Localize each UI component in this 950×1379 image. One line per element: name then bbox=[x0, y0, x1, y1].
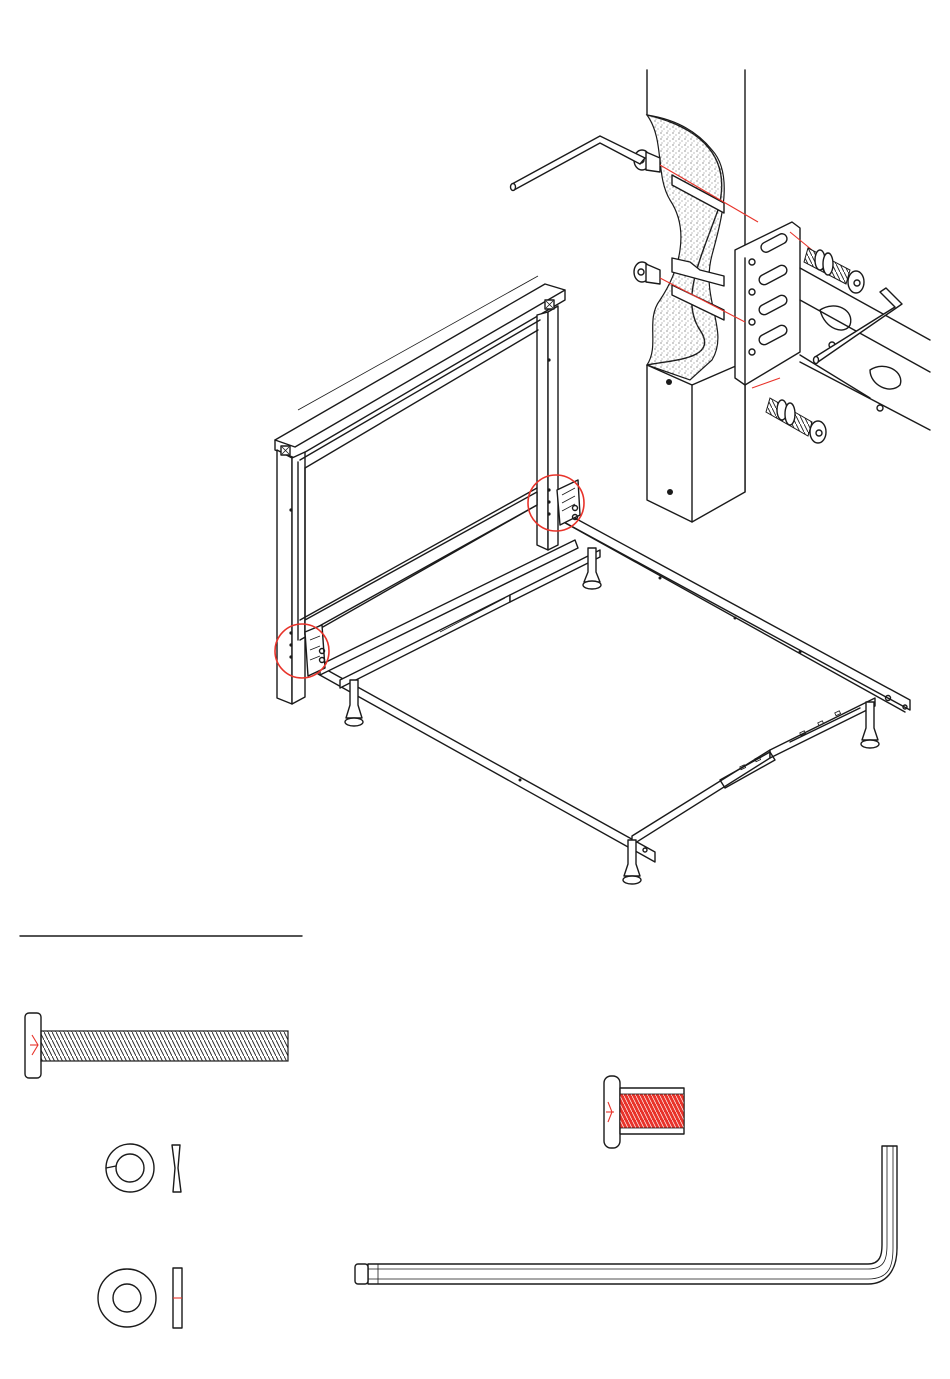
allen-wrench-left bbox=[511, 136, 646, 191]
side-rail-detail bbox=[800, 268, 930, 430]
sleeve-nut-hardware-icon bbox=[604, 1076, 684, 1148]
metal-bracket-plate bbox=[735, 222, 800, 385]
post-cutaway-texture bbox=[647, 115, 724, 380]
bolt-hardware-icon bbox=[25, 1013, 288, 1078]
lock-washer-hardware-icon bbox=[106, 1144, 181, 1192]
allen-wrench-hardware-icon bbox=[355, 1146, 897, 1284]
metal-bed-frame bbox=[305, 480, 910, 862]
bedpost-detail-view bbox=[511, 70, 931, 522]
bolt-with-washers-lower bbox=[766, 398, 826, 443]
flat-washer-hardware-icon bbox=[98, 1268, 182, 1328]
sleeve-nut-lower bbox=[634, 262, 660, 284]
